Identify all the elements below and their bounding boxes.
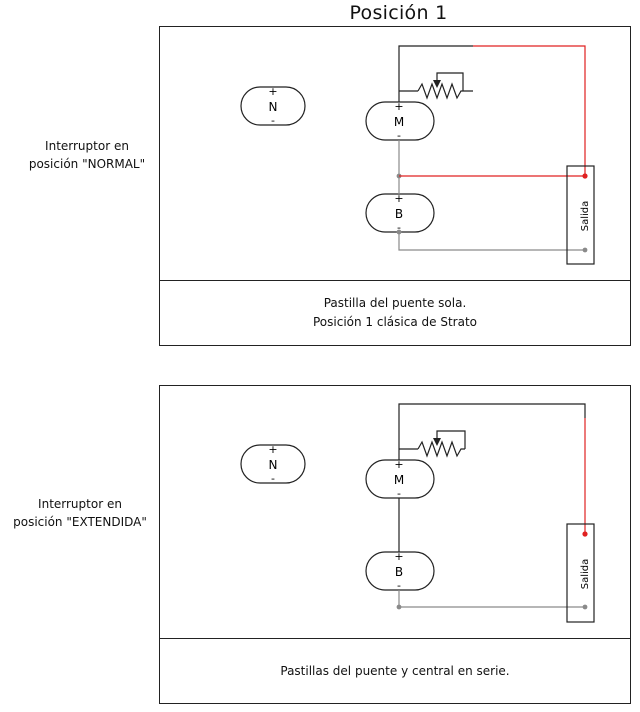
diagram-extended: + N - + M - + B - bbox=[240, 403, 595, 623]
pickup-bridge-plus: + bbox=[394, 192, 403, 205]
diagram-panel-extended bbox=[159, 385, 631, 639]
diagram-normal: + N - + M - + B - bbox=[240, 45, 595, 265]
pickup-neck-minus: - bbox=[271, 472, 275, 485]
wire-middle-hot bbox=[398, 403, 586, 460]
caption-line2: Posición 1 clásica de Strato bbox=[313, 315, 477, 329]
side-label-line1: Interruptor en bbox=[38, 497, 122, 511]
wire-bridge-ground bbox=[398, 590, 585, 608]
pickup-bridge: + B - bbox=[365, 192, 435, 234]
side-label-line2: posición "NORMAL" bbox=[28, 157, 146, 171]
wire-middle-hot bbox=[398, 45, 473, 102]
pickup-middle-plus: + bbox=[394, 100, 403, 113]
pickup-neck: + N - bbox=[240, 85, 306, 127]
pickup-middle: + M - bbox=[365, 458, 435, 500]
pickup-neck-plus: + bbox=[268, 443, 277, 456]
wire-bridge-ground bbox=[398, 232, 585, 251]
resistor-wiper-2 bbox=[436, 430, 466, 449]
pickup-bridge-letter: B bbox=[395, 207, 403, 221]
pickup-neck-minus: - bbox=[271, 114, 275, 127]
pickup-neck-letter: N bbox=[269, 100, 278, 114]
pickup-middle-minus: - bbox=[397, 487, 401, 500]
resistor-1 bbox=[417, 82, 473, 100]
page-title: Posición 1 bbox=[349, 2, 448, 24]
pickup-middle-plus: + bbox=[394, 458, 403, 471]
resistor-2 bbox=[417, 440, 465, 458]
caption-line1: Pastillas del puente y central en serie. bbox=[280, 663, 510, 678]
caption-normal: Pastilla del puente sola. Posición 1 clá… bbox=[159, 281, 631, 346]
pickup-bridge-minus: - bbox=[397, 221, 401, 234]
pickup-bridge-plus: + bbox=[394, 550, 403, 563]
pickup-bridge-letter: B bbox=[395, 565, 403, 579]
title-bar: Posición 1 bbox=[0, 0, 640, 28]
side-label-line2: posición "EXTENDIDA" bbox=[13, 515, 147, 529]
pickup-neck-letter: N bbox=[269, 458, 278, 472]
switch-position-label-extended: Interruptor en posición "EXTENDIDA" bbox=[5, 495, 155, 531]
output-jack: Salida bbox=[566, 523, 595, 623]
output-label: Salida bbox=[580, 201, 591, 232]
output-label: Salida bbox=[580, 559, 591, 590]
switch-position-label-normal: Interruptor en posición "NORMAL" bbox=[12, 137, 162, 173]
pickup-bridge-minus: - bbox=[397, 579, 401, 592]
pickup-middle-letter: M bbox=[394, 115, 404, 129]
diagram-panel-normal bbox=[159, 26, 631, 281]
pickup-middle: + M - bbox=[365, 100, 435, 142]
wire-red-top bbox=[473, 45, 586, 176]
resistor-wiper-1 bbox=[436, 72, 464, 91]
pickup-neck: + N - bbox=[240, 443, 306, 485]
pickup-middle-letter: M bbox=[394, 473, 404, 487]
pickup-neck-plus: + bbox=[268, 85, 277, 98]
caption-line1: Pastilla del puente sola. bbox=[323, 296, 467, 310]
output-jack: Salida bbox=[566, 165, 595, 265]
pickup-bridge: + B - bbox=[365, 550, 435, 592]
pickup-middle-minus: - bbox=[397, 129, 401, 142]
resistor-wiper-arrow-2 bbox=[433, 438, 441, 446]
resistor-wiper-arrow-1 bbox=[433, 80, 441, 88]
caption-extended: Pastillas del puente y central en serie. bbox=[159, 639, 631, 704]
side-label-line1: Interruptor en bbox=[45, 139, 129, 153]
